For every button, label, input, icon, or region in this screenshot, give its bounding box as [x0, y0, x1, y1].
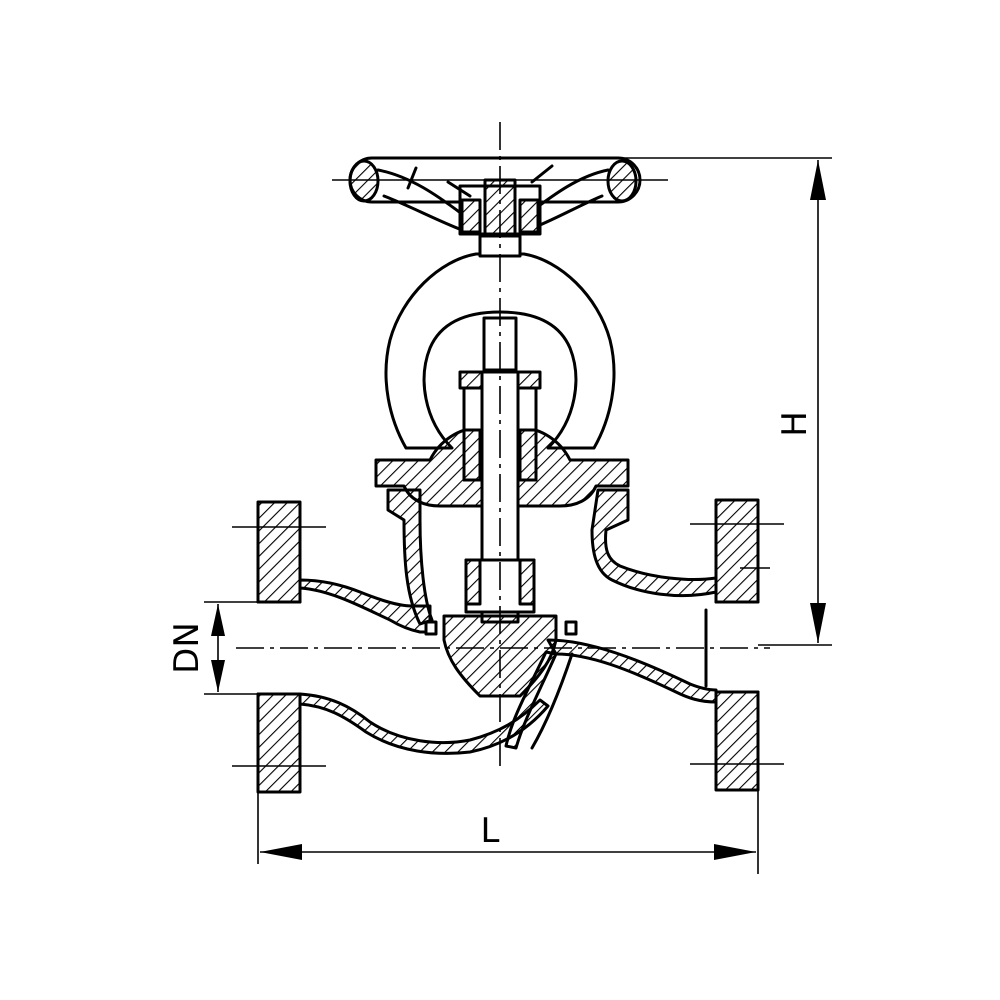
dimension-h: H — [620, 157, 832, 646]
h-arrow-top — [810, 160, 826, 200]
lower-left-wall — [298, 692, 550, 755]
left-flange-top — [256, 500, 302, 604]
dn-arrow-bottom — [211, 660, 225, 692]
right-neck — [590, 488, 718, 598]
hub-nut-left — [460, 198, 482, 234]
pin-left — [424, 620, 438, 636]
handwheel-spoke-left — [376, 168, 464, 232]
center-lines — [232, 122, 784, 772]
dn-arrow-top — [211, 604, 225, 636]
hub-nut-right — [518, 198, 540, 234]
handwheel-rim-left-section — [348, 159, 380, 203]
bore-outline — [256, 600, 760, 696]
left-flange-bottom — [256, 692, 302, 794]
handwheel — [348, 156, 642, 238]
right-partition-wall — [546, 638, 718, 704]
valve-body — [256, 488, 760, 794]
right-flange-top — [714, 498, 760, 604]
l-label: L — [481, 811, 500, 851]
right-flange-bottom — [714, 690, 760, 792]
dimension-l: L — [257, 790, 759, 874]
pin-right — [564, 620, 578, 636]
plug-holder-left — [464, 558, 482, 606]
l-arrow-left — [260, 844, 302, 860]
packing-left — [462, 428, 482, 482]
h-arrow-bottom — [810, 603, 826, 643]
h-label: H — [775, 411, 815, 437]
handwheel-rim-right-section — [606, 159, 638, 203]
packing-right — [518, 428, 538, 482]
l-arrow-right — [714, 844, 756, 860]
dn-label: DN — [167, 622, 207, 674]
dimension-dn: DN — [167, 601, 258, 695]
plug-holder-right — [518, 558, 536, 606]
seat-outline — [530, 652, 574, 750]
